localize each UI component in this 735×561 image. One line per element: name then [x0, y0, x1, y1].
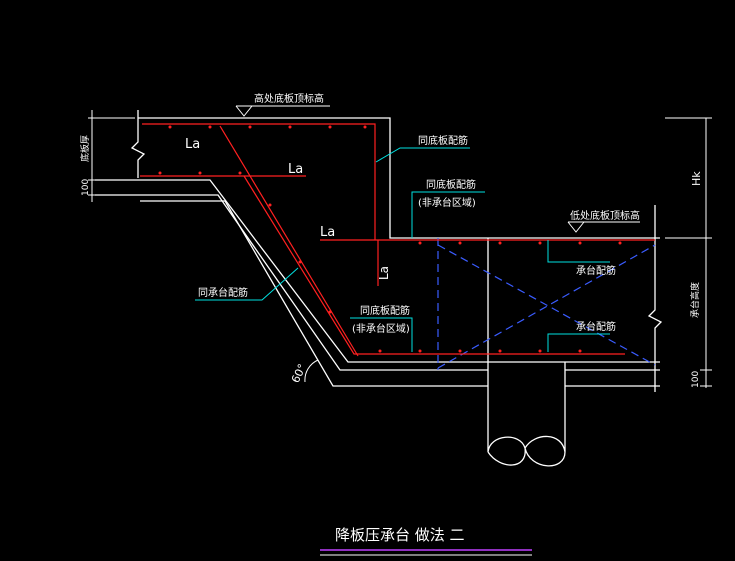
- callout-slab-nocap-2: 同底板配筋: [360, 304, 410, 317]
- slab-thickness-label: 底板厚: [79, 135, 91, 162]
- la-step-label: La: [320, 225, 335, 240]
- rebar-step: [243, 175, 625, 355]
- cap-region-dashed: [437, 238, 656, 370]
- leader-cap-left: [195, 267, 299, 301]
- low-elev-label: 低处底板顶标高: [570, 209, 640, 222]
- leader-cap-bottom: [547, 333, 610, 352]
- callout-slab-top: 同底板配筋: [418, 134, 468, 147]
- angle-mark: [304, 359, 319, 383]
- leader-slab-nocap-1: [411, 191, 485, 238]
- high-elev-marker: [235, 105, 330, 117]
- dim-100-left: 100: [81, 179, 91, 196]
- angle-label: 60°: [289, 362, 309, 385]
- drawing-title: 降板压承台 做法 二: [335, 526, 465, 544]
- callout-cap-top: 承台配筋: [576, 264, 616, 277]
- callout-slab-nocap-2-sub: (非承台区域): [352, 322, 410, 335]
- callout-cap-left: 同承台配筋: [198, 286, 248, 299]
- leader-cap-top: [547, 240, 610, 263]
- cap-height-label: 承台高度: [689, 282, 701, 318]
- hk-label: Hk: [690, 171, 703, 186]
- slab-bottom-lower: [95, 194, 488, 371]
- callout-cap-bottom: 承台配筋: [576, 320, 616, 333]
- top-left-break: [130, 110, 146, 178]
- left-dimension: [88, 110, 135, 202]
- la-mid-label: La: [288, 162, 303, 177]
- rebar-top: [142, 123, 376, 240]
- pile: [487, 362, 566, 467]
- blinding-line: [140, 200, 488, 387]
- slab-bottom-upper: [95, 179, 660, 363]
- callout-slab-nocap-1: 同底板配筋: [426, 178, 476, 191]
- top-slab-surface: [138, 117, 660, 239]
- rebar-top-inclined: [219, 125, 359, 357]
- la-vertical-label: La: [377, 266, 391, 280]
- leader-lines: [195, 147, 610, 352]
- leader-slab-nocap-2: [350, 317, 413, 352]
- right-dimension: [665, 117, 712, 388]
- concrete-outline: [95, 110, 663, 467]
- rebar-dots: [158, 125, 622, 353]
- leader-slab-top: [375, 147, 470, 163]
- rebar: [140, 123, 655, 357]
- callout-slab-nocap-1-sub: (非承台区域): [418, 196, 476, 209]
- low-elev-marker: [567, 221, 640, 233]
- high-elev-label: 高处底板顶标高: [254, 92, 324, 105]
- right-break: [647, 205, 663, 392]
- la-top-label: La: [185, 137, 200, 152]
- dim-100-right: 100: [691, 371, 701, 388]
